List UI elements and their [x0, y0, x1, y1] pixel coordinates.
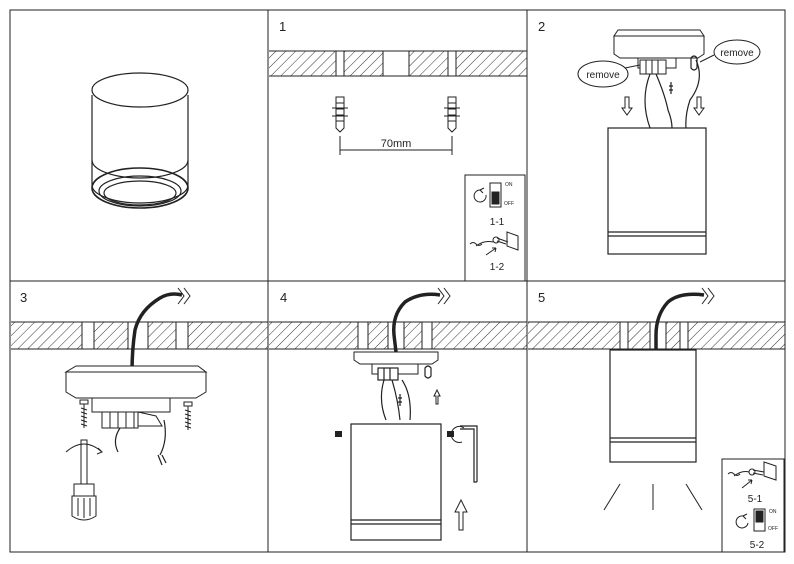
light-body-panel-2: [607, 127, 707, 255]
inset-label-5-2: 5-2: [750, 540, 765, 551]
cable-panel-3: [130, 287, 191, 373]
callout-remove-right: remove: [699, 39, 761, 65]
power-inset-panel-1: ON OFF 1-1 1-2: [464, 174, 526, 282]
terminal-block-panel-3: [101, 411, 163, 429]
allen-key-icon: [450, 425, 478, 483]
mounting-bracket-panel-3: [64, 365, 208, 413]
wall-anchor-right-icon: [444, 96, 460, 133]
step-number-3: 3: [20, 290, 27, 305]
screwdriver-icon: [65, 439, 103, 521]
switch-off-label: OFF: [504, 201, 514, 207]
screw-left-icon: [79, 399, 89, 428]
screw-right-icon: [183, 401, 193, 430]
inset-label-1-2: 1-2: [490, 262, 505, 273]
ceiling-section-panel-3: [11, 321, 268, 350]
loose-wires-panel-3: [114, 419, 167, 466]
callout-remove-right-text: remove: [720, 48, 754, 59]
up-arrow-large-icon: [454, 498, 468, 531]
down-arrow-left-icon: [621, 96, 633, 116]
up-arrow-small-icon: [433, 388, 441, 405]
callout-remove-left-text: remove: [586, 70, 620, 81]
product-downlight-illustration: [91, 72, 189, 209]
plug-in-icon: [727, 461, 777, 489]
spring-clip-right: [447, 431, 454, 437]
installed-light-panel-5: [609, 349, 697, 463]
callout-remove-left: remove: [577, 60, 641, 88]
power-switch-on-icon: [735, 508, 766, 532]
light-body-panel-4: [350, 423, 442, 541]
down-arrow-right-icon: [693, 96, 705, 116]
step-number-2: 2: [538, 19, 545, 34]
switch-off-label-5: OFF: [768, 526, 778, 532]
wall-anchor-left-icon: [332, 96, 348, 133]
step-number-5: 5: [538, 290, 545, 305]
ceiling-section-panel-1: [269, 50, 527, 77]
step-number-1: 1: [279, 19, 286, 34]
ceiling-section-panel-4: [269, 321, 527, 350]
power-inset-panel-5: 5-1 ON OFF 5-2: [721, 458, 785, 553]
cable-panel-5: [654, 287, 715, 350]
dimension-label: 70mm: [381, 138, 412, 150]
switch-on-label: ON: [505, 182, 513, 188]
terminal-block-panel-2: [639, 59, 667, 75]
inset-label-1-1: 1-1: [490, 217, 505, 228]
dimension-line: [339, 136, 453, 155]
power-switch-off-icon: [473, 182, 502, 208]
light-rays: [603, 483, 703, 511]
inset-label-5-1: 5-1: [748, 494, 763, 505]
spring-clip-left: [335, 431, 342, 437]
wiring-panel-4: [377, 365, 432, 421]
wires-panel-2: [644, 55, 700, 129]
switch-on-label-5: ON: [769, 509, 777, 515]
cable-panel-4: [391, 287, 451, 353]
panel-grid: [9, 9, 786, 553]
unplug-icon: [469, 231, 519, 256]
step-number-4: 4: [280, 290, 287, 305]
